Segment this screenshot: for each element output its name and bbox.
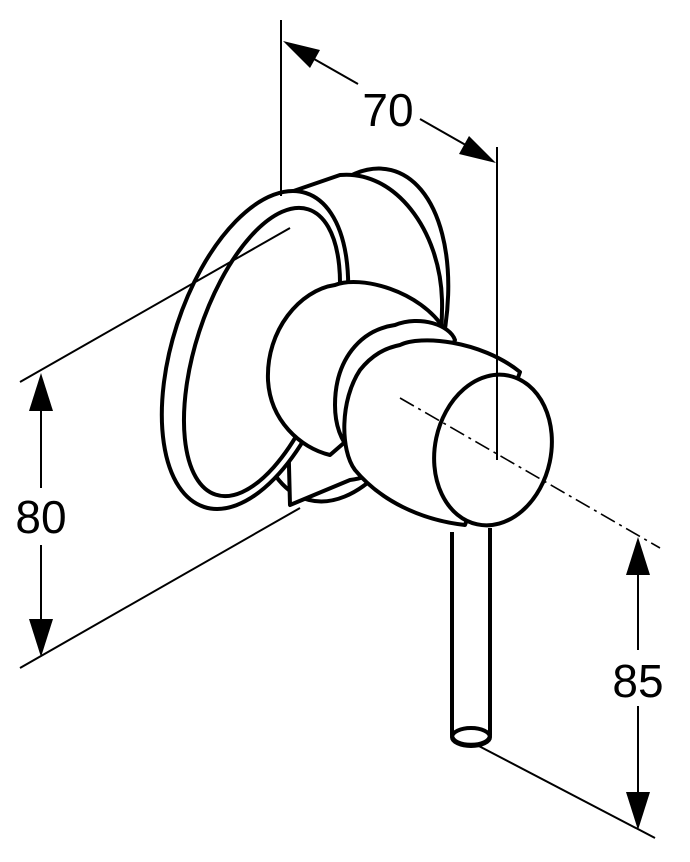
lever-arrow-top bbox=[626, 537, 650, 575]
depth-arrow-left bbox=[283, 41, 320, 68]
height-extension-line-bottom bbox=[19, 507, 301, 669]
depth-arrow-right bbox=[459, 136, 496, 163]
depth-dimension-label: 70 bbox=[362, 84, 413, 136]
centre-axis-line bbox=[399, 397, 661, 549]
lever-body bbox=[450, 528, 492, 747]
height-extension-line-top bbox=[19, 227, 291, 383]
height-arrow-bottom bbox=[29, 619, 53, 657]
lever-dimension-label: 85 bbox=[612, 655, 663, 707]
lever-arrow-bottom bbox=[626, 792, 650, 830]
lever-extension-line bbox=[474, 743, 656, 839]
height-dimension-label: 80 bbox=[15, 491, 66, 543]
dimension-height: 80 bbox=[15, 227, 301, 669]
handle bbox=[333, 319, 554, 528]
lever bbox=[450, 528, 492, 748]
dimension-lever: 85 bbox=[474, 537, 664, 839]
knob-end-face bbox=[432, 372, 554, 528]
height-arrow-top bbox=[29, 373, 53, 411]
lever-tip bbox=[450, 726, 492, 748]
dimension-depth: 70 bbox=[280, 20, 498, 460]
